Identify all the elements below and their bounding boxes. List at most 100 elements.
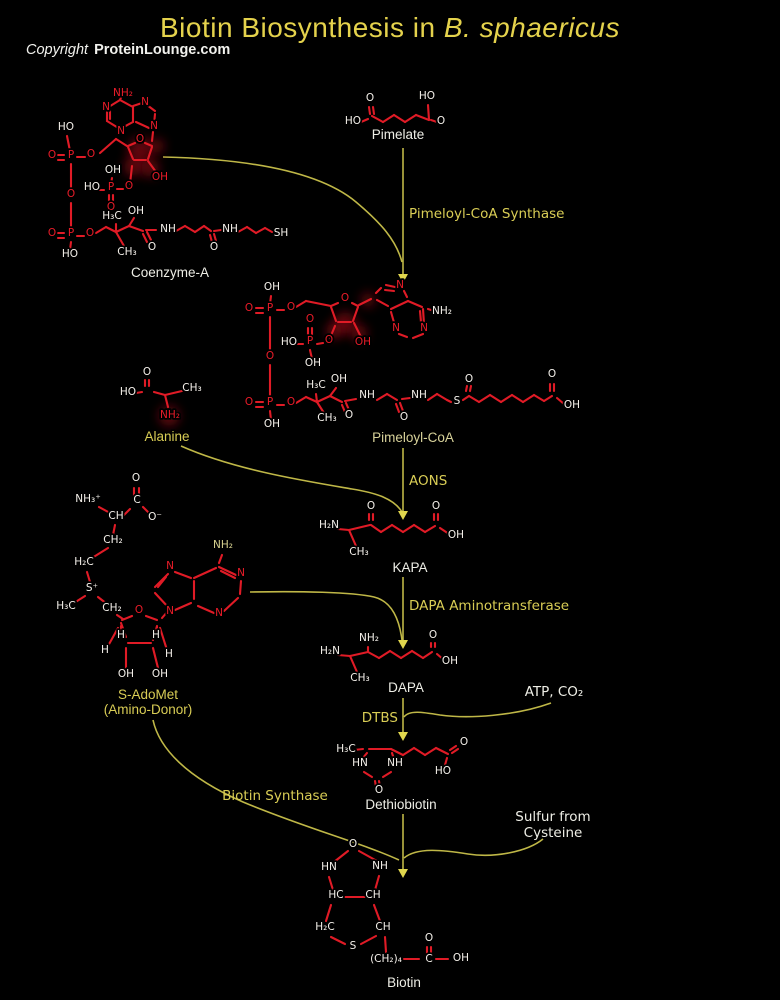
arrow-dethiobiotin-to-biotin-head (398, 869, 408, 878)
coenzyme-a-atom-label: O (136, 133, 144, 145)
alanine-atom-label: HO (120, 386, 136, 398)
coenzyme-a-atom-label: OH (128, 205, 144, 217)
pimeloyl-coa-bond (468, 384, 473, 393)
pimelate-atom-label: O (437, 115, 445, 127)
dapa-bond (410, 649, 425, 660)
kapa-bond (423, 524, 437, 534)
s-adomet-atom-label: NH₃⁺ (75, 493, 101, 505)
s-adomet-bond (115, 613, 125, 621)
dethiobiotin-bond (360, 751, 369, 761)
kapa-bond (336, 527, 351, 532)
pimeloyl-coa-bond (350, 301, 360, 308)
pimeloyl-coa-name-label: Pimeloyl-CoA (372, 430, 454, 445)
curve-sulfur-input (403, 838, 544, 859)
pimeloyl-coa-atom-label: O (345, 409, 353, 421)
biotin-bond (383, 935, 388, 954)
pimeloyl-coa-bond (389, 299, 410, 311)
pimeloyl-coa-bond (375, 392, 389, 402)
pimeloyl-coa-bond (464, 384, 469, 393)
coenzyme-a-atom-label: P (108, 181, 114, 193)
pimeloyl-coa-atom-label: NH (359, 389, 375, 401)
coenzyme-a-atom-label: NH₂ (113, 87, 133, 99)
coenzyme-a-atom-label: SH (274, 227, 289, 239)
pimeloyl-coa-atom-label: N (420, 322, 428, 334)
kapa-bond (401, 523, 416, 534)
kapa-bond (412, 523, 427, 534)
pimeloyl-coa-atom-label: N (392, 322, 400, 334)
arrow-dapa-to-dethiobiotin-head (398, 732, 408, 741)
s-adomet-atom-label: S⁺ (86, 582, 98, 594)
pimeloyl-coa-bond (467, 394, 481, 404)
biotin-bond (329, 935, 347, 946)
kapa-atom-label: O (367, 500, 375, 512)
coenzyme-a-atom-label: N (117, 125, 125, 137)
kapa-bond (390, 523, 405, 534)
dethiobiotin-bond (390, 751, 396, 761)
pimeloyl-coa-bond (383, 288, 396, 293)
pimeloyl-coa-atom-label: O (341, 292, 349, 304)
biotin-bond (373, 874, 381, 892)
kapa-atom-label: H₂N (319, 519, 339, 531)
dapa-atom-label: H₂N (320, 645, 340, 657)
curve-coenzyme-a-input (162, 156, 403, 263)
pimeloyl-coa-atom-label: NH (411, 389, 427, 401)
s-adomet-bond (122, 507, 132, 517)
s-adomet-atom-label: N (215, 607, 223, 619)
alanine-bond (163, 389, 184, 397)
s-adomet-atom-label: H₃C (56, 600, 75, 612)
pimeloyl-coa-bond (328, 324, 337, 340)
s-adomet-atom-label: H (165, 648, 173, 660)
s-adomet-atom-label: H₂C (74, 556, 93, 568)
s-adomet-atom-label: OH (118, 668, 134, 680)
s-adomet-bond (144, 614, 159, 622)
dethiobiotin-bond (423, 746, 438, 757)
cofactor-atp-co2: ATP, CO₂ (525, 684, 584, 700)
s-adomet-bond (111, 523, 117, 537)
s-adomet-atom-label: H (152, 629, 160, 641)
kapa-bond (438, 526, 451, 536)
s-adomet-atom-label: H (117, 629, 125, 641)
coenzyme-a-bond (114, 230, 126, 248)
s-adomet-atom-label: C (133, 494, 140, 506)
pimeloyl-coa-atom-label: NH₂ (432, 305, 452, 317)
s-adomet-atom-label: N (166, 560, 174, 572)
dethiobiotin-bond (381, 770, 393, 779)
pimeloyl-coa-atom-label: O (325, 334, 333, 346)
arrow-kapa-to-dapa-head (398, 640, 408, 649)
pimeloyl-coa-bond (385, 392, 399, 402)
pimeloyl-coa-bond (344, 401, 351, 412)
dethiobiotin-bond (389, 747, 405, 757)
note-cysteine: Cysteine (524, 825, 583, 841)
coenzyme-a-atom-label: O (67, 188, 75, 200)
pimeloyl-coa-bond (329, 301, 340, 308)
coenzyme-a-atom-label: OH (152, 171, 168, 183)
arrow-pimeloyl-coa-to-kapa-head (398, 511, 408, 520)
dethiobiotin-bond (377, 779, 382, 789)
pimelate-bond (381, 113, 396, 124)
pimeloyl-coa-atom-label: O (266, 350, 274, 362)
s-adomet-name-label: (Amino-Donor) (104, 702, 193, 717)
dapa-bond (399, 649, 414, 660)
dethiobiotin-atom-label: H₃C (336, 743, 355, 755)
pimeloyl-coa-bond (426, 307, 436, 313)
s-adomet-bond (153, 572, 170, 589)
s-adomet-atom-label: N (237, 567, 245, 579)
coenzyme-a-atom-label: O (125, 180, 133, 192)
pimeloyl-coa-bond (375, 298, 390, 308)
biotin-bond (324, 903, 333, 923)
pimeloyl-coa-bond (400, 396, 412, 401)
pimeloyl-coa-bond (357, 297, 373, 307)
coenzyme-a-bond (98, 137, 118, 155)
pimeloyl-coa-bond (294, 299, 308, 309)
pimeloyl-coa-atom-label: O (245, 396, 253, 408)
pimeloyl-coa-bond (397, 332, 409, 339)
s-adomet-bond (217, 565, 238, 577)
coenzyme-a-atom-label: HO (84, 181, 100, 193)
pimeloyl-coa-bond (542, 394, 554, 403)
curve-s-adomet-to-dapa (249, 590, 403, 641)
pimeloyl-coa-bond (294, 395, 308, 405)
